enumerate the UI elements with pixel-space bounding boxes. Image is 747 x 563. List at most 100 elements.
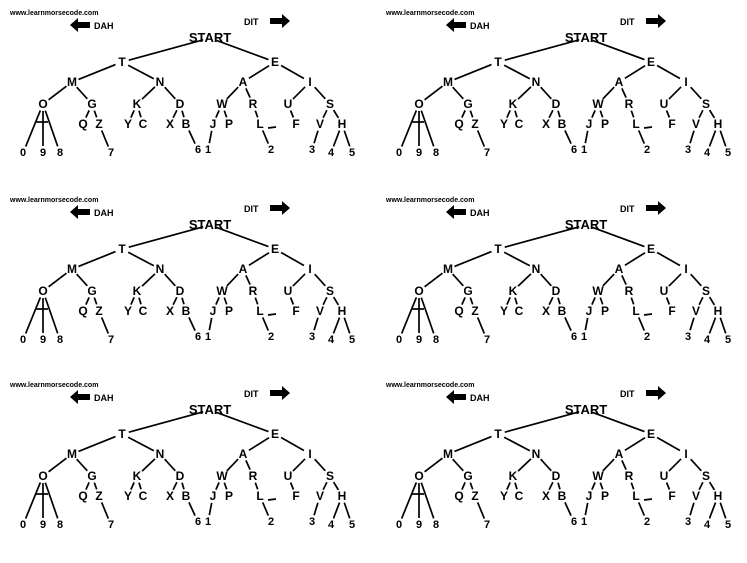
edge-A-R: [621, 88, 627, 98]
edge-A-W: [602, 458, 615, 472]
edge-O-0: [400, 110, 418, 147]
edge-A-W: [602, 86, 615, 100]
edge-M-O: [48, 85, 67, 101]
tree-edges: [24, 411, 351, 519]
node-b: B: [181, 489, 191, 503]
dash-mark-1: [643, 126, 653, 129]
node-x: X: [541, 489, 551, 503]
node-start: START: [188, 30, 232, 45]
edge-W-J: [215, 110, 220, 118]
node-8: 8: [432, 519, 440, 531]
node-m: M: [443, 447, 453, 461]
node-3: 3: [684, 331, 692, 343]
node-r: R: [624, 469, 634, 483]
edge-M-O: [48, 457, 67, 473]
node-9: 9: [39, 334, 47, 346]
arrow-left-icon: [70, 390, 90, 404]
edge-H-4: [708, 130, 717, 147]
edge-D-X: [172, 109, 178, 119]
edge-D-B: [557, 482, 561, 490]
edge-Z-7: [476, 130, 486, 147]
node-t: T: [118, 242, 126, 256]
edge-START-E: [216, 39, 269, 61]
arrow-right-icon: [270, 14, 290, 28]
node-p: P: [600, 489, 610, 503]
node-q: Q: [454, 117, 464, 131]
edge-S-V: [322, 296, 328, 306]
node-i: I: [684, 262, 688, 276]
node-a: A: [614, 75, 624, 89]
node-i: I: [308, 262, 312, 276]
dash-mark-1: [267, 498, 277, 501]
edge-B-6: [188, 316, 196, 332]
node-j: J: [585, 117, 593, 131]
dash-mark-1: [643, 313, 653, 316]
node-g: G: [87, 469, 97, 483]
node-r: R: [248, 469, 258, 483]
edge-N-K: [141, 86, 156, 100]
edge-A-R: [245, 88, 251, 98]
node-y: Y: [123, 304, 133, 318]
node-p: P: [224, 117, 234, 131]
node-3: 3: [308, 516, 316, 528]
node-h: H: [337, 489, 347, 503]
node-8: 8: [432, 147, 440, 159]
node-x: X: [541, 304, 551, 318]
node-a: A: [614, 262, 624, 276]
dit-label: DIT: [244, 17, 259, 27]
tree-edges: [400, 411, 727, 519]
edge-M-O: [48, 272, 67, 288]
edge-A-R: [245, 460, 251, 470]
node-i: I: [308, 447, 312, 461]
node-v: V: [691, 117, 701, 131]
edge-L-2: [637, 317, 646, 331]
edge-N-D: [164, 458, 176, 472]
arrow-left-icon: [446, 205, 466, 219]
node-f: F: [292, 304, 300, 318]
node-2: 2: [267, 516, 275, 528]
node-d: D: [175, 284, 185, 298]
edge-S-H: [708, 109, 716, 119]
edge-M-G: [452, 273, 464, 287]
node-a: A: [614, 447, 624, 461]
node-e: E: [270, 242, 280, 256]
edge-START-T: [504, 39, 580, 61]
edge-E-I: [656, 251, 681, 267]
edge-R-L: [254, 297, 259, 305]
node-w: W: [592, 97, 604, 111]
node-k: K: [508, 284, 518, 298]
node-e: E: [646, 427, 656, 441]
node-c: C: [138, 489, 148, 503]
edge-N-K: [517, 458, 532, 472]
node-k: K: [132, 97, 142, 111]
edge-I-U: [292, 458, 306, 472]
node-start: START: [564, 30, 608, 45]
node-z: Z: [95, 489, 103, 503]
dah-label: DAH: [94, 208, 114, 218]
node-5: 5: [724, 519, 732, 531]
edge-W-J: [591, 297, 596, 305]
node-7: 7: [483, 334, 491, 346]
node-z: Z: [471, 117, 479, 131]
node-3: 3: [308, 144, 316, 156]
edge-G-Q: [461, 110, 466, 118]
edge-E-A: [624, 251, 646, 267]
node-d: D: [175, 97, 185, 111]
edge-A-W: [602, 273, 615, 287]
edge-Z-7: [100, 502, 110, 519]
dit-label: DIT: [244, 389, 259, 399]
node-u: U: [659, 469, 669, 483]
node-f: F: [668, 117, 676, 131]
node-a: A: [238, 75, 248, 89]
edge-V-3: [313, 317, 319, 331]
edge-H-4: [332, 502, 341, 519]
node-start: START: [564, 402, 608, 417]
edge-N-D: [540, 273, 552, 287]
node-h: H: [713, 489, 723, 503]
node-2: 2: [643, 144, 651, 156]
node-6: 6: [570, 516, 578, 528]
edge-M-G: [76, 458, 88, 472]
node-7: 7: [107, 334, 115, 346]
node-l: L: [256, 489, 264, 503]
node-start: START: [188, 217, 232, 232]
